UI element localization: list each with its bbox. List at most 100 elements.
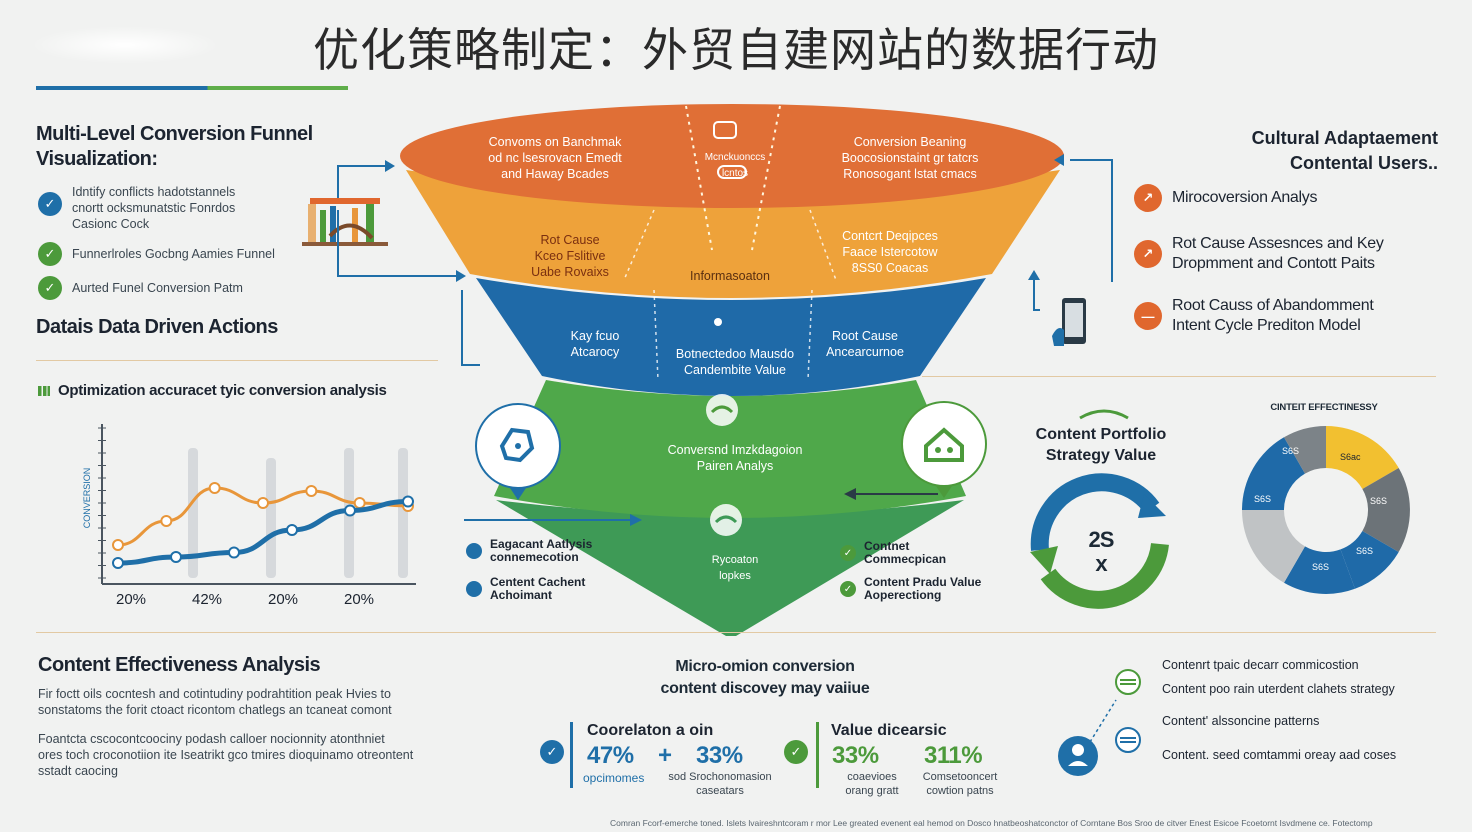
funnel-item-text: Funnerlroles Gocbng Aamies Funnel (72, 247, 275, 261)
bullet-icon (466, 543, 482, 559)
right-item-text: Root Causs of Abandomment Intent Cycle P… (1172, 297, 1374, 334)
funnel-item-text: Idntify conflicts hadotstannels cnortt o… (72, 185, 236, 231)
conversion-funnel (400, 104, 1064, 636)
donut-slice (1362, 468, 1410, 552)
donut-slice (1326, 426, 1399, 489)
value-title: Value dicearsic (831, 722, 947, 739)
funnel-green-text: Conversnd Imzkdagoion Pairen Analys (667, 443, 803, 473)
funnel-tray-icon (717, 165, 747, 179)
donut-label: S6S (1282, 446, 1300, 456)
funnel-top-center-text: Mcnckuonccs lcntos (704, 152, 766, 179)
bottom-right-item: Contenrt tpaic decarr commicostion (1162, 658, 1359, 672)
line-chart: CONVERSION 20%42%20%20% (82, 424, 416, 608)
background-columns (188, 448, 408, 578)
effectiveness-paragraph: Fir foctt oils cocntesh and cotintudiny … (38, 687, 392, 717)
portfolio-cycle-chart (1030, 409, 1169, 609)
target-circle-icon (475, 403, 561, 500)
data-driven-heading: Datais Data Driven Actions (36, 316, 278, 338)
right-list: ↗ Mirocoversion Analys ↗ Rot Cause Asses… (1134, 184, 1454, 336)
funnel-tier-orange (406, 170, 1060, 298)
corr-sub: sod Srochonomasion caseatars (668, 771, 772, 797)
bar-chart-icon (38, 385, 50, 396)
effectiveness-donut (1242, 426, 1410, 594)
funnel-orange-center-text: Informasoaton (690, 269, 770, 283)
x-tick-label: 20% (268, 591, 298, 608)
funnel-blue-right-text: Root Cause Ancearcurnoe (826, 329, 904, 359)
data-point (112, 557, 124, 569)
check-icon: ✓ (840, 581, 856, 597)
data-point (170, 551, 182, 563)
bottom-right-item: Content. seed comtammi oreay aad coses (1162, 748, 1397, 762)
donut-slice (1242, 437, 1305, 510)
legend-text: Centent Cachent Achoimant (490, 575, 586, 602)
donut-slice (1284, 426, 1326, 474)
right-list-item: ↗ Rot Cause Assesnces and Key Dropmment … (1134, 234, 1454, 274)
funnel-tier-blue (476, 278, 986, 396)
funnel-orange-right-text: Contcrt Deqipces Faace Istercotow 8SS0 C… (842, 229, 938, 275)
arrow-icon: ↗ (1134, 184, 1162, 212)
series-line (117, 499, 409, 566)
funnel-legend-left: Eagacant Aatlysis connemecotion Centent … (466, 538, 636, 602)
data-point (353, 497, 366, 509)
funnel-legend-right: ✓ Contnet Commecpican ✓ Content Pradu Va… (840, 540, 1020, 602)
y-ticks (98, 427, 106, 579)
legend-text: Contnet Commecpican (864, 539, 947, 566)
legend-item: ✓ Contnet Commecpican (840, 540, 1020, 566)
cultural-heading: Cultural Adaptaement Contental Users.. (1251, 128, 1438, 173)
corr-title: Coorelaton a oin (587, 722, 714, 739)
donut-slice (1340, 531, 1399, 589)
funnel-list-item: ✓ Aurted Funel Conversion Patm (38, 276, 298, 300)
value-sub: coaevioes orang gratt (845, 771, 899, 797)
value-sub: Comsetooncert cowtion patns (922, 771, 998, 797)
funnel-arrows (464, 488, 938, 526)
funnel-top (400, 104, 1064, 208)
connector-lines-right (1028, 154, 1113, 311)
funnel-item-text: Aurted Funel Conversion Patm (72, 281, 243, 295)
divider (36, 632, 1436, 633)
connector-lines-left (337, 160, 480, 366)
corr-sub: opcimomes (583, 771, 645, 785)
funnel-list-item: ✓ Idntify conflicts hadotstannels cnortt… (38, 184, 298, 232)
chart-caption-row: Optimization accuracet tyic conversion a… (38, 382, 387, 399)
title-underline (36, 86, 348, 90)
data-point (402, 495, 414, 508)
right-list-item: ↗ Mirocoversion Analys (1134, 184, 1454, 212)
bottom-right-item: Content poo rain uterdent clahets strate… (1162, 682, 1395, 696)
x-tick-label: 42% (192, 591, 222, 608)
funnel-tier-green (494, 380, 966, 518)
corr-stat: 33% (696, 742, 743, 769)
value-stat: 311% (924, 742, 983, 769)
portfolio-heading: Content Portfolio Strategy Value (1035, 426, 1167, 464)
funnel-badge-icon (710, 504, 742, 536)
x-tick-labels: 20%42%20%20% (116, 591, 374, 608)
background-column (188, 448, 198, 578)
check-icon: ✓ (38, 192, 62, 216)
legend-item: Eagacant Aatlysis connemecotion (466, 538, 636, 564)
footer-text: Comran Fcorf-emerche toned. Islets lvair… (610, 818, 1373, 828)
funnel-small-icon (714, 318, 722, 326)
funnel-tier-bottom (496, 500, 964, 636)
x-tick-label: 20% (116, 591, 146, 608)
value-stat: 33% (832, 742, 879, 769)
data-point (344, 504, 356, 517)
page-title: 优化策略制定：外贸自建网站的数据行动 (313, 23, 1159, 77)
funnel-badge-icon (706, 394, 738, 426)
funnel-top-icon (713, 121, 737, 139)
funnel-list: ✓ Idntify conflicts hadotstannels cnortt… (38, 184, 298, 300)
donut-label: S6S (1356, 546, 1374, 556)
effectiveness-paragraph: Foantcta cscocontcoociny podash calloer … (38, 732, 414, 778)
donut-slice (1242, 510, 1305, 583)
portfolio-center-value: 2S x (1088, 527, 1115, 576)
micro-heading: Micro-omion conversion content discovey … (660, 658, 870, 697)
building-chart-icon (302, 198, 388, 246)
arrow-icon: ↗ (1134, 240, 1162, 268)
corr-plus: + (658, 742, 672, 769)
donut-label: S6ac (1340, 452, 1361, 462)
pie-title: CINTEIT EFFECTINESSY (1270, 402, 1378, 413)
right-item-text: Mirocoversion Analys (1172, 189, 1318, 206)
right-item-text: Rot Cause Assesnces and Key Dropmment an… (1172, 235, 1384, 272)
svg-text:CONVERSION: CONVERSION (82, 468, 92, 529)
background-column (398, 448, 408, 578)
check-icon: ✓ (840, 545, 856, 561)
funnel-top-left-text: Convoms on Banchmak od nc lsesrovacn Eme… (488, 135, 622, 181)
